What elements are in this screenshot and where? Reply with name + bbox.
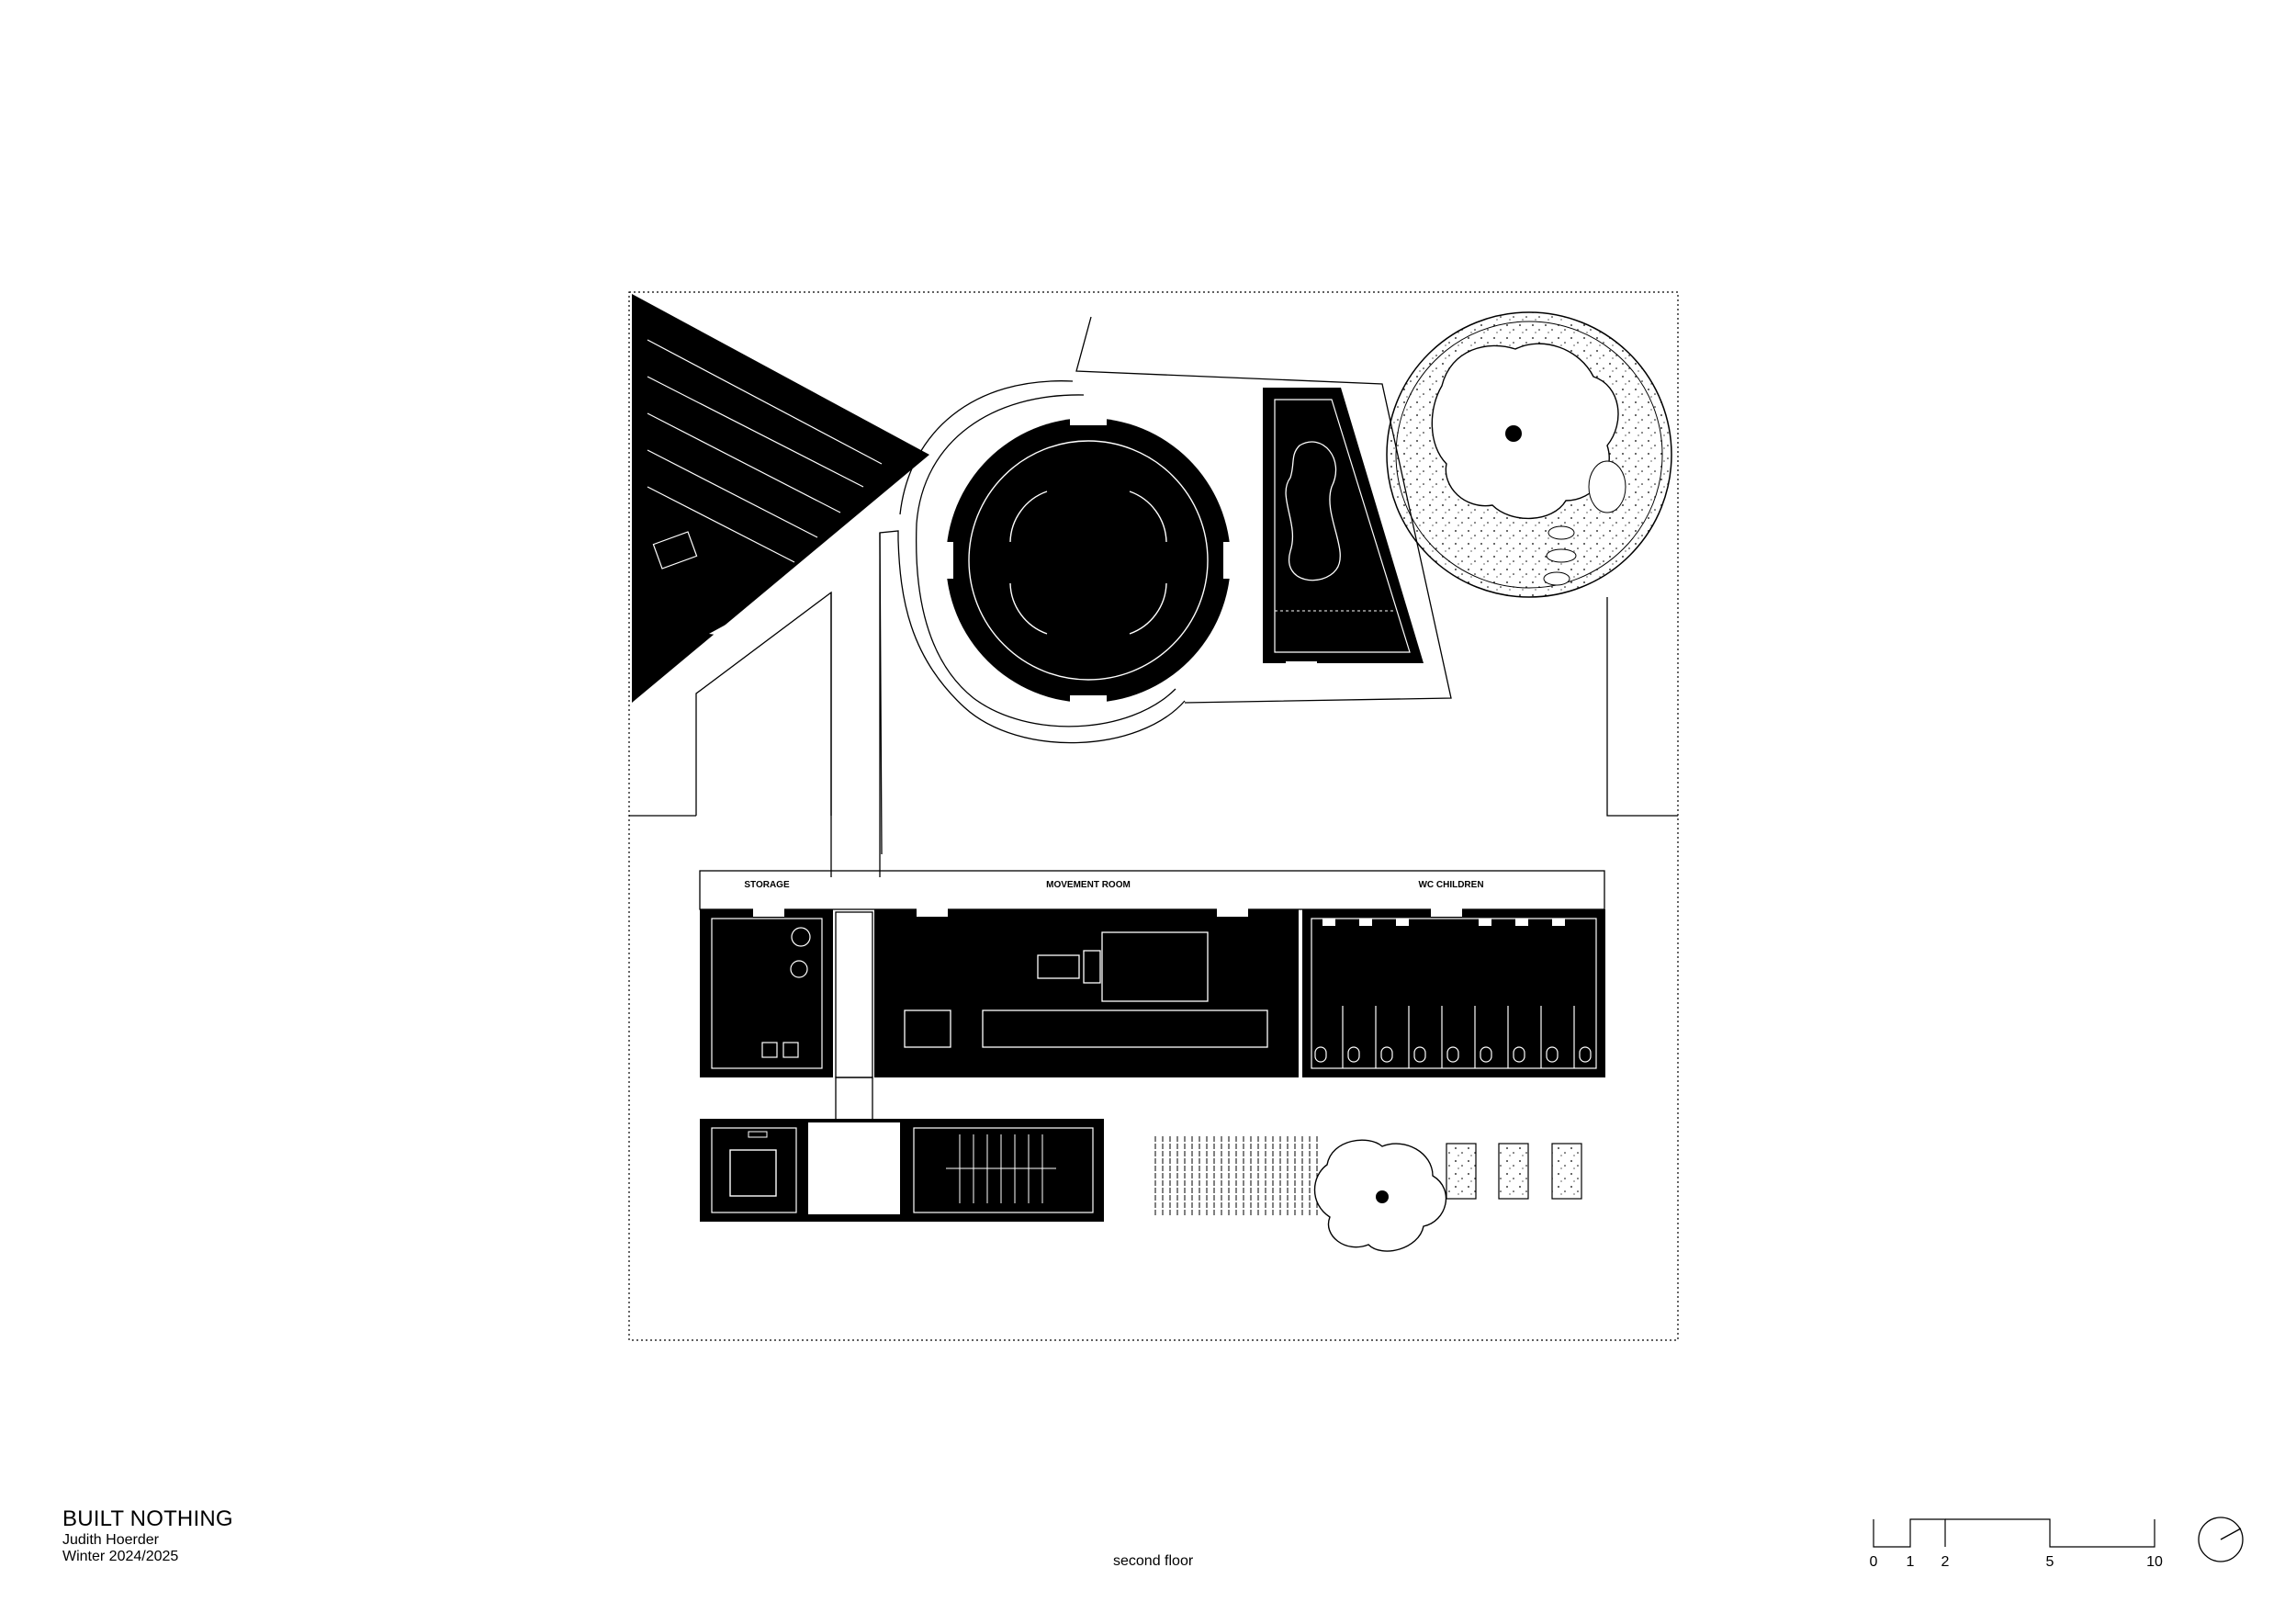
storage-label: STORAGE — [744, 880, 790, 890]
wc-children-room — [1302, 908, 1605, 1077]
north-arrow-icon — [2198, 1517, 2244, 1562]
scale-label-10: 10 — [2146, 1554, 2163, 1570]
lower-block — [700, 1119, 1104, 1222]
circular-garden — [1386, 311, 1672, 598]
trapezoid-room — [1263, 388, 1424, 672]
round-room — [944, 416, 1232, 705]
scale-label-2: 2 — [1941, 1554, 1950, 1570]
scale-bar — [1873, 1518, 2155, 1548]
project-term: Winter 2024/2025 — [62, 1548, 179, 1564]
triangle-room — [632, 294, 929, 703]
project-author: Judith Hoerder — [62, 1531, 159, 1548]
title-block: BUILT NOTHING Judith Hoerder Winter 2024… — [62, 1506, 233, 1565]
wc-children-label: WC CHILDREN — [1418, 880, 1483, 890]
small-tree — [1313, 1139, 1447, 1252]
planters — [1446, 1143, 1582, 1200]
scale-label-0: 0 — [1870, 1554, 1878, 1570]
main-block-outline — [699, 870, 1605, 910]
movement-room-label: MOVEMENT ROOM — [1046, 880, 1131, 890]
scale-label-1: 1 — [1907, 1554, 1915, 1570]
storage-room — [700, 908, 833, 1077]
striped-deck — [1153, 1134, 1322, 1217]
round-corridor — [830, 380, 1186, 877]
scale-label-5: 5 — [2046, 1554, 2054, 1570]
project-title: BUILT NOTHING — [62, 1506, 233, 1531]
movement-room — [874, 908, 1299, 1077]
vertical-corridor — [835, 911, 873, 1124]
drawing-caption: second floor — [1113, 1553, 1194, 1569]
